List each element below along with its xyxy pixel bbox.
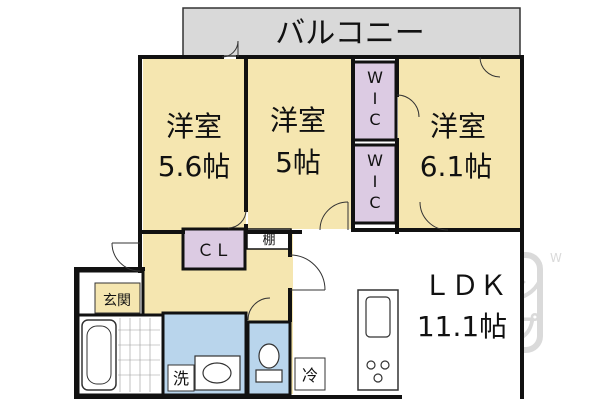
cl-label: ＣＬ: [197, 241, 231, 261]
ldk-name: ＬＤＫ: [423, 269, 507, 302]
wic-bottom-letter-3: C: [369, 193, 380, 212]
balcony: [182, 7, 521, 57]
hall-lower-fill: [143, 294, 248, 314]
svg-text:W: W: [550, 251, 562, 265]
room-3-name: 洋室: [430, 110, 486, 143]
wic-top-letter-3: C: [369, 110, 380, 129]
room-3-size: 6.1帖: [420, 150, 493, 183]
wic-bottom-letter-2: I: [373, 172, 378, 191]
kitchen-sink: [365, 296, 391, 338]
fridge-label: 冷: [302, 366, 318, 385]
toilet-bowl: [258, 343, 280, 369]
bathtub: [81, 319, 117, 391]
wic-bottom-letter-1: W: [367, 151, 383, 170]
walls: [74, 55, 524, 399]
room-1-size: 5.6帖: [158, 150, 231, 183]
toilet-tank: [255, 369, 283, 383]
room-1-name: 洋室: [166, 110, 222, 143]
room-ldk-fill: [292, 229, 520, 395]
bathroom-tile-pattern: [118, 318, 160, 392]
fridge-space: [294, 357, 326, 391]
washroom-label: 洗: [173, 369, 189, 388]
wic-top-letter-1: W: [367, 68, 383, 87]
washbasin: [202, 362, 232, 384]
shelf-label: 棚: [262, 233, 275, 248]
wic-top-letter-2: I: [373, 89, 378, 108]
doors: [111, 40, 501, 321]
bathtub-inner: [86, 325, 112, 385]
room-western-3: [398, 59, 520, 229]
room-2-size: 5帖: [275, 146, 321, 179]
washroom-label-box: [167, 364, 195, 392]
stove: [366, 360, 390, 383]
balcony-label: バルコニー: [275, 16, 424, 51]
room-2-name: 洋室: [270, 104, 326, 137]
entrance-label: 玄関: [103, 292, 131, 309]
ldk-size: 11.1帖: [417, 310, 507, 343]
wic-top: [351, 60, 398, 142]
entrance-floor: [94, 282, 141, 314]
cl-closet: [181, 227, 247, 271]
